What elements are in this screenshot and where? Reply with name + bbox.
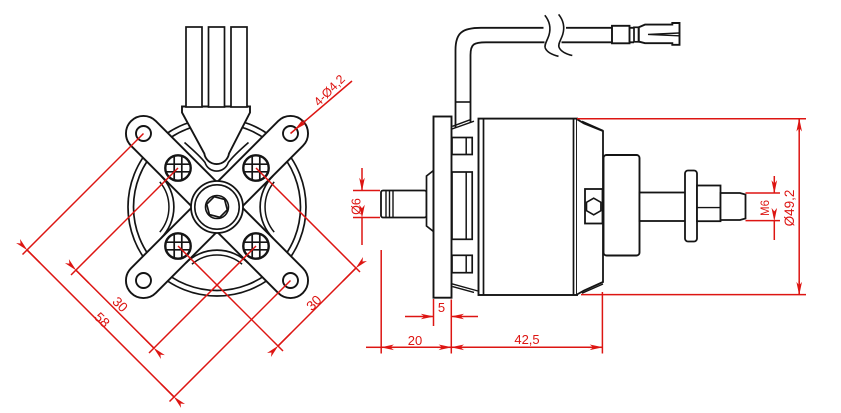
svg-text:Ø49,2: Ø49,2 bbox=[782, 190, 797, 227]
svg-text:20: 20 bbox=[408, 333, 422, 348]
svg-text:5: 5 bbox=[438, 300, 445, 315]
svg-text:M6: M6 bbox=[760, 200, 772, 216]
svg-text:Ø6: Ø6 bbox=[350, 198, 364, 215]
svg-text:42,5: 42,5 bbox=[514, 332, 539, 347]
